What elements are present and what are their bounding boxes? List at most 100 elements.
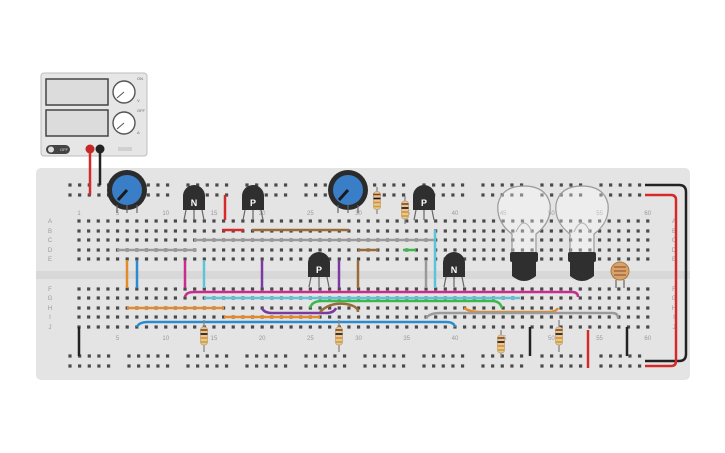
- breadboard-hole[interactable]: [511, 287, 515, 291]
- breadboard-hole[interactable]: [241, 248, 245, 252]
- breadboard-hole[interactable]: [549, 315, 553, 319]
- breadboard-hole[interactable]: [597, 296, 602, 300]
- rail-hole[interactable]: [165, 193, 170, 197]
- breadboard-hole[interactable]: [463, 229, 467, 233]
- breadboard-hole[interactable]: [626, 257, 631, 261]
- breadboard-hole[interactable]: [636, 325, 640, 329]
- breadboard-hole[interactable]: [241, 257, 245, 261]
- breadboard-hole[interactable]: [434, 325, 438, 329]
- breadboard-hole[interactable]: [183, 325, 187, 329]
- breadboard-hole[interactable]: [328, 287, 332, 291]
- breadboard-hole[interactable]: [173, 257, 177, 261]
- breadboard-hole[interactable]: [607, 219, 611, 223]
- breadboard-hole[interactable]: [463, 315, 467, 319]
- breadboard-hole[interactable]: [540, 306, 544, 310]
- breadboard-hole[interactable]: [646, 325, 650, 329]
- breadboard-hole[interactable]: [87, 229, 91, 233]
- breadboard-hole[interactable]: [569, 325, 573, 329]
- rail-hole[interactable]: [224, 364, 229, 368]
- breadboard-hole[interactable]: [347, 248, 351, 252]
- breadboard-hole[interactable]: [520, 315, 525, 319]
- breadboard-hole[interactable]: [212, 257, 216, 261]
- rail-hole[interactable]: [333, 354, 337, 358]
- breadboard-hole[interactable]: [559, 306, 563, 310]
- rail-hole[interactable]: [441, 364, 445, 368]
- breadboard-hole[interactable]: [626, 219, 631, 223]
- breadboard-hole[interactable]: [414, 248, 418, 252]
- photoresistor[interactable]: [610, 261, 630, 288]
- breadboard-hole[interactable]: [569, 238, 573, 242]
- breadboard-hole[interactable]: [231, 219, 235, 223]
- breadboard-hole[interactable]: [164, 287, 168, 291]
- breadboard-hole[interactable]: [443, 287, 447, 291]
- breadboard-hole[interactable]: [328, 306, 332, 310]
- breadboard-hole[interactable]: [520, 287, 525, 291]
- breadboard-hole[interactable]: [347, 315, 351, 319]
- breadboard-hole[interactable]: [96, 287, 100, 291]
- breadboard-hole[interactable]: [202, 229, 206, 233]
- rail-hole[interactable]: [373, 354, 377, 358]
- rail-hole[interactable]: [432, 183, 436, 187]
- breadboard-hole[interactable]: [569, 287, 573, 291]
- breadboard-hole[interactable]: [482, 229, 486, 233]
- transistor-q5[interactable]: N: [443, 252, 465, 288]
- breadboard-hole[interactable]: [520, 296, 525, 300]
- resistor-r3[interactable]: [200, 320, 208, 352]
- breadboard-hole[interactable]: [231, 257, 235, 261]
- breadboard-hole[interactable]: [144, 325, 149, 329]
- breadboard-hole[interactable]: [299, 219, 303, 223]
- rail-hole[interactable]: [274, 183, 278, 187]
- breadboard-hole[interactable]: [222, 248, 226, 252]
- breadboard-hole[interactable]: [482, 238, 486, 242]
- breadboard-hole[interactable]: [520, 325, 525, 329]
- rail-hole[interactable]: [323, 354, 327, 358]
- rail-hole[interactable]: [127, 354, 131, 358]
- rail-hole[interactable]: [264, 364, 268, 368]
- breadboard-hole[interactable]: [491, 238, 496, 242]
- breadboard-hole[interactable]: [395, 257, 399, 261]
- rail-hole[interactable]: [264, 183, 268, 187]
- rail-hole[interactable]: [540, 364, 544, 368]
- breadboard-hole[interactable]: [144, 296, 149, 300]
- breadboard-hole[interactable]: [77, 287, 81, 291]
- breadboard-hole[interactable]: [87, 238, 91, 242]
- rail-hole[interactable]: [519, 183, 524, 187]
- rail-hole[interactable]: [205, 183, 209, 187]
- breadboard-hole[interactable]: [626, 306, 631, 310]
- breadboard-hole[interactable]: [549, 257, 553, 261]
- breadboard-hole[interactable]: [299, 306, 303, 310]
- rail-hole[interactable]: [618, 354, 622, 358]
- breadboard-hole[interactable]: [501, 315, 505, 319]
- rail-hole[interactable]: [432, 364, 436, 368]
- breadboard-hole[interactable]: [405, 257, 409, 261]
- breadboard-hole[interactable]: [106, 325, 110, 329]
- rail-hole[interactable]: [628, 183, 632, 187]
- breadboard-hole[interactable]: [115, 219, 120, 223]
- rail-hole[interactable]: [599, 364, 603, 368]
- rail-hole[interactable]: [137, 364, 141, 368]
- rail-hole[interactable]: [392, 183, 396, 187]
- breadboard-hole[interactable]: [549, 248, 553, 252]
- breadboard-hole[interactable]: [501, 287, 505, 291]
- rail-hole[interactable]: [97, 364, 101, 368]
- breadboard-hole[interactable]: [530, 219, 534, 223]
- breadboard-hole[interactable]: [87, 315, 91, 319]
- breadboard-hole[interactable]: [569, 306, 573, 310]
- rail-hole[interactable]: [205, 364, 209, 368]
- breadboard-hole[interactable]: [597, 257, 602, 261]
- breadboard-hole[interactable]: [414, 219, 418, 223]
- breadboard-hole[interactable]: [250, 306, 255, 310]
- breadboard-hole[interactable]: [289, 325, 293, 329]
- breadboard-hole[interactable]: [511, 315, 515, 319]
- breadboard-hole[interactable]: [183, 287, 187, 291]
- breadboard-hole[interactable]: [501, 248, 505, 252]
- breadboard-hole[interactable]: [491, 257, 496, 261]
- breadboard-hole[interactable]: [569, 248, 573, 252]
- breadboard-hole[interactable]: [646, 315, 650, 319]
- breadboard-hole[interactable]: [115, 257, 120, 261]
- breadboard-hole[interactable]: [636, 219, 640, 223]
- breadboard-hole[interactable]: [472, 325, 476, 329]
- breadboard-hole[interactable]: [414, 229, 418, 233]
- rail-hole[interactable]: [224, 183, 229, 187]
- breadboard-hole[interactable]: [385, 248, 390, 252]
